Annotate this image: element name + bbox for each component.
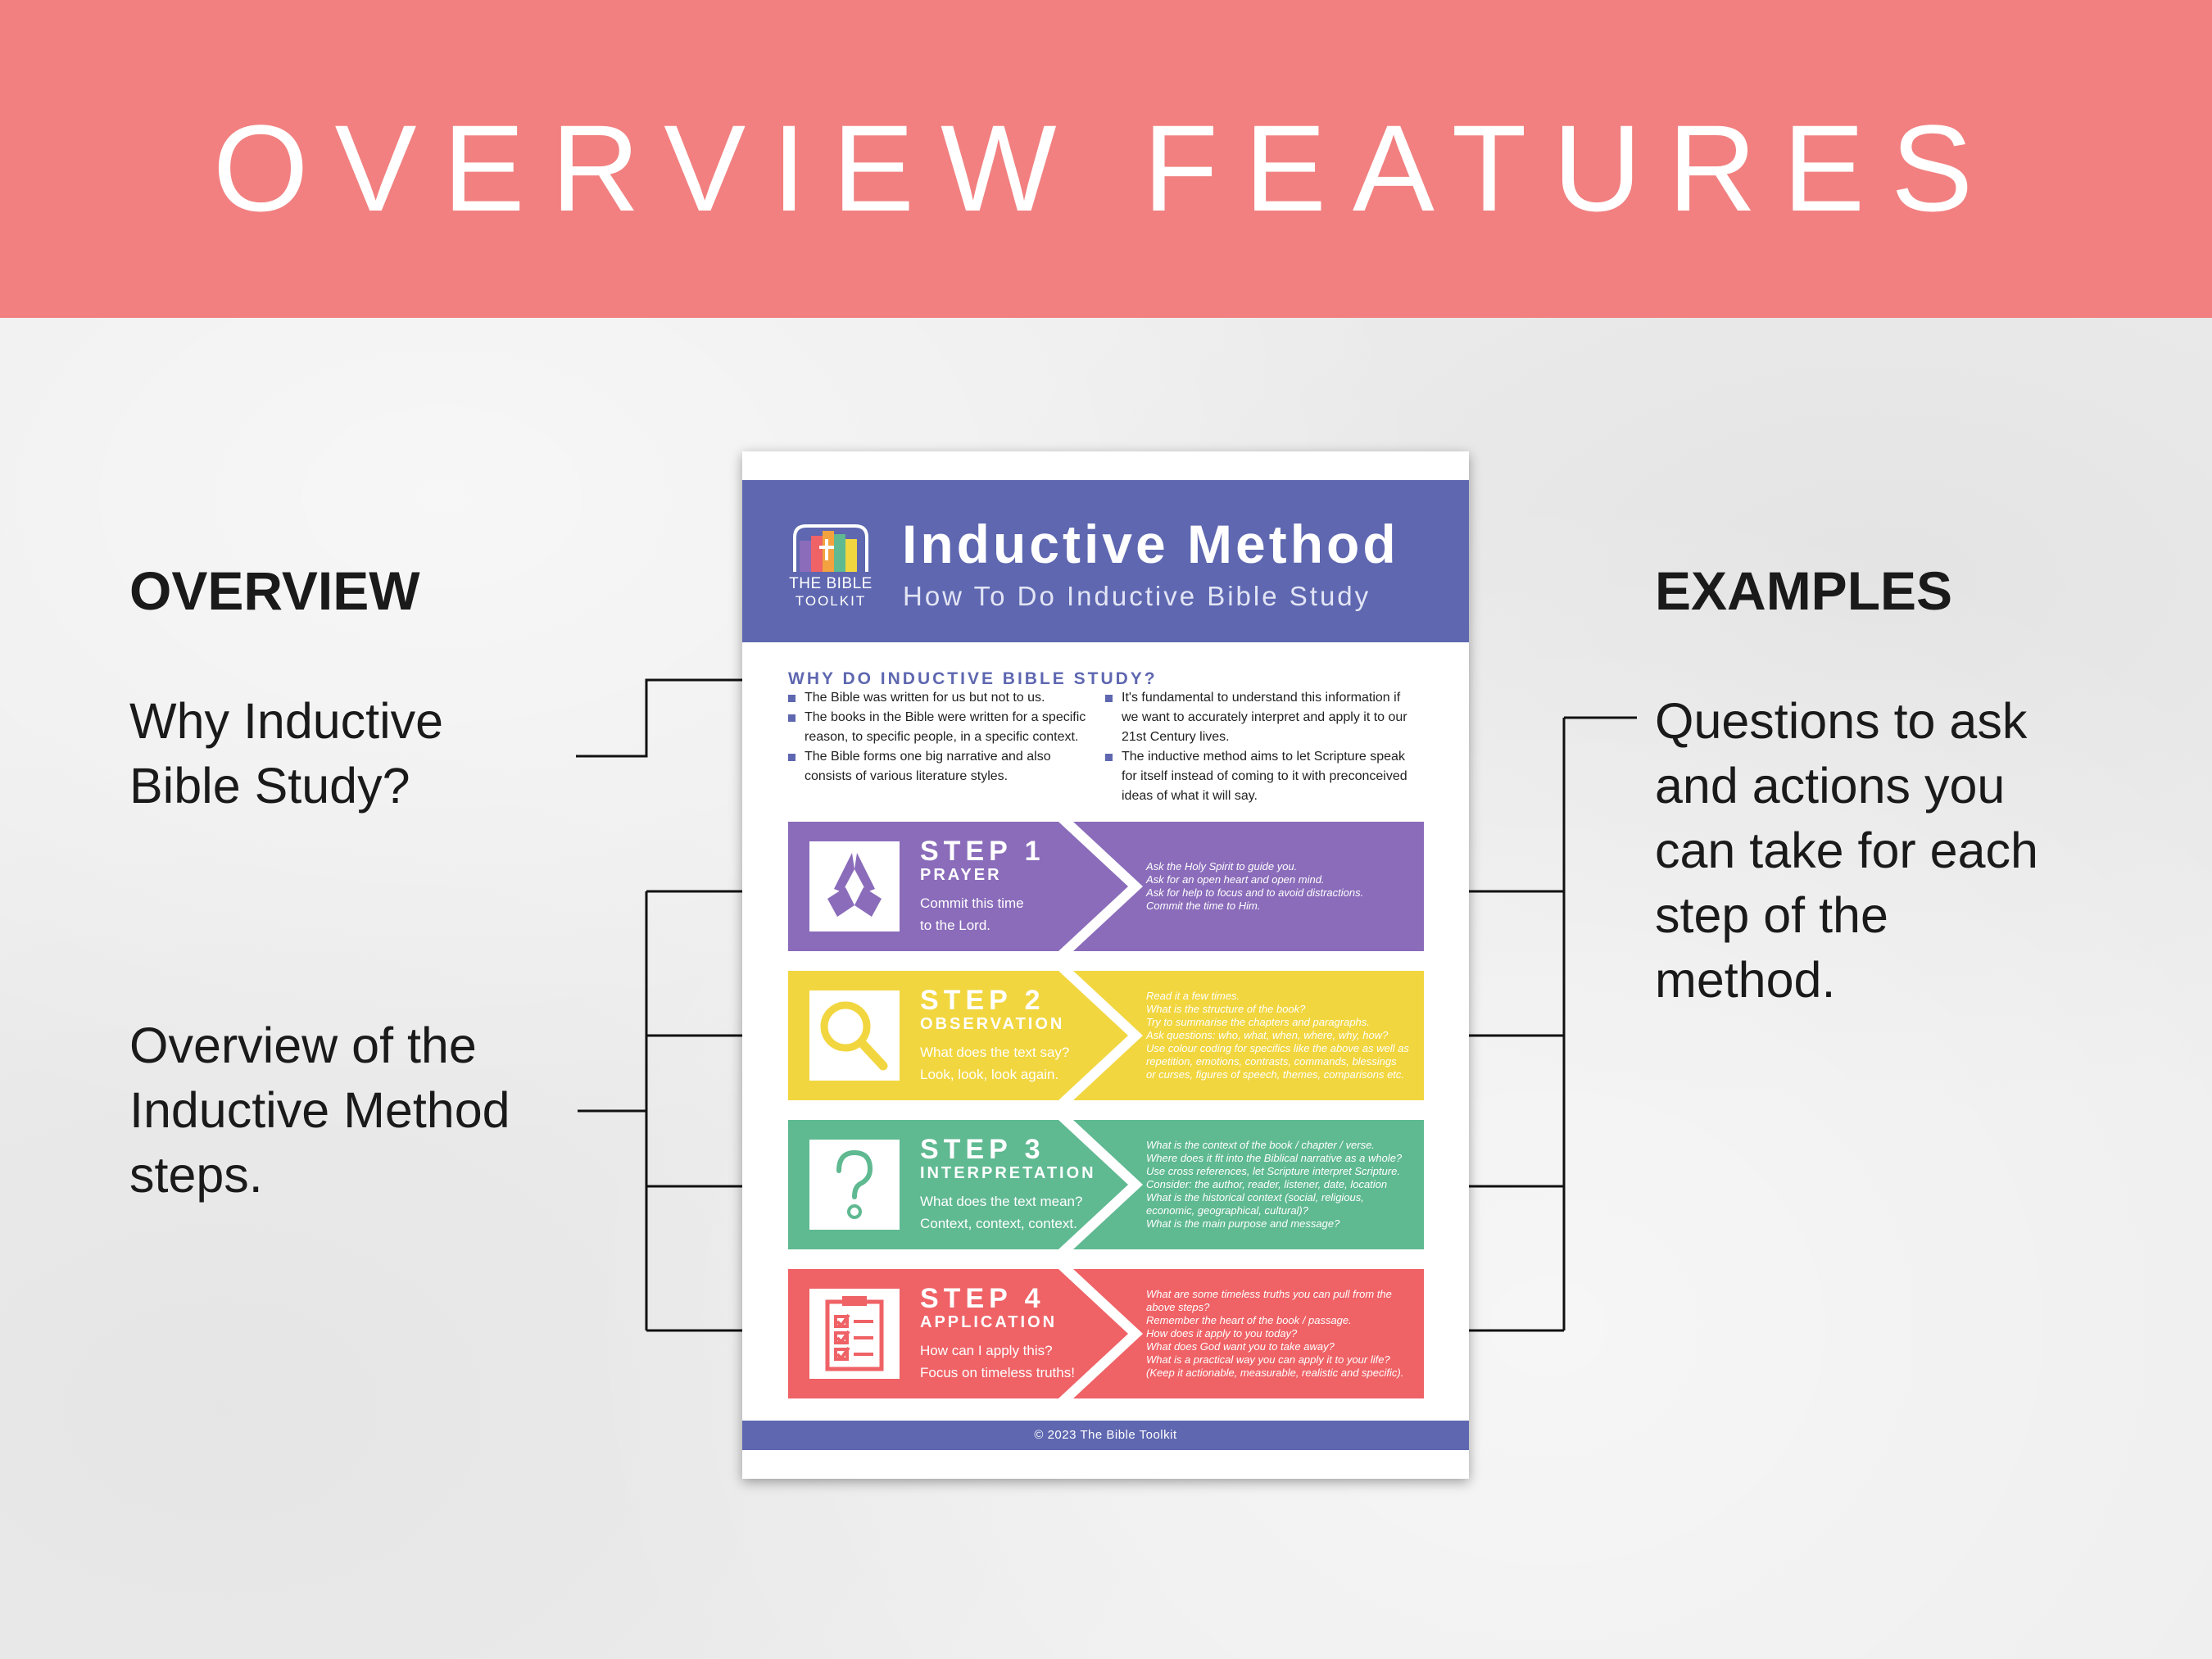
- example-line: What is the main purpose and message?: [1146, 1217, 1340, 1230]
- example-line: What is the structure of the book?: [1146, 1003, 1306, 1015]
- title-banner: OVERVIEW FEATURES: [0, 0, 2212, 318]
- logo-text-line2: TOOLKIT: [795, 593, 867, 609]
- infographic-poster: THE BIBLE TOOLKIT Inductive Method How T…: [742, 451, 1469, 1479]
- poster-header: THE BIBLE TOOLKIT Inductive Method How T…: [742, 480, 1469, 642]
- example-line: Ask for an open heart and open mind.: [1146, 873, 1325, 886]
- step-desc-line: to the Lord.: [920, 918, 991, 933]
- step-4-examples: What are some timeless truths you can pu…: [1146, 1269, 1421, 1398]
- step-desc-line: What does the text mean?: [920, 1194, 1083, 1209]
- step-1-examples: Ask the Holy Spirit to guide you. Ask fo…: [1146, 822, 1421, 951]
- example-line: (Keep it actionable, measurable, realist…: [1146, 1367, 1404, 1379]
- example-line: Read it a few times.: [1146, 990, 1240, 1002]
- step-4-panel: STEP 4 APPLICATION How can I apply this?…: [788, 1269, 1424, 1398]
- examples-caption-line: can take for each: [1655, 823, 2038, 878]
- step-1-name: PRAYER: [920, 866, 1002, 884]
- example-line: Use cross references, let Scripture inte…: [1146, 1165, 1400, 1177]
- step-desc-line: What does the text say?: [920, 1045, 1070, 1060]
- why-bullet: The Bible forms one big narrative and al…: [788, 747, 1091, 786]
- why-study-caption-line: Why Inductive: [129, 693, 444, 749]
- step-3-name: INTERPRETATION: [920, 1164, 1096, 1182]
- why-list-right: It's fundamental to understand this info…: [1105, 688, 1416, 806]
- example-line: Remember the heart of the book / passage…: [1146, 1314, 1352, 1326]
- step-desc-line: Context, context, context.: [920, 1216, 1077, 1231]
- why-bullet: It's fundamental to understand this info…: [1105, 688, 1416, 747]
- step-2-number: STEP 2: [920, 985, 1045, 1016]
- page-title: OVERVIEW FEATURES: [212, 99, 2000, 237]
- step-1-panel: STEP 1 PRAYER Commit this time to the Lo…: [788, 822, 1424, 951]
- step-desc-line: Commit this time: [920, 895, 1024, 911]
- magnifying-glass-icon: [820, 1001, 888, 1071]
- step-desc-line: How can I apply this?: [920, 1343, 1053, 1358]
- example-line: Commit the time to Him.: [1146, 900, 1261, 912]
- step-3-description: What does the text mean? Context, contex…: [920, 1190, 1082, 1235]
- poster-title: Inductive Method: [902, 514, 1399, 574]
- example-line: Use colour coding for specifics like the…: [1146, 1042, 1409, 1054]
- step-3-panel: STEP 3 INTERPRETATION What does the text…: [788, 1120, 1424, 1249]
- poster-footer: © 2023 The Bible Toolkit: [742, 1421, 1469, 1450]
- examples-caption-line: method.: [1655, 952, 1836, 1008]
- example-line: What is the context of the book / chapte…: [1146, 1139, 1375, 1151]
- step-desc-line: Look, look, look again.: [920, 1067, 1059, 1082]
- step-2-panel: STEP 2 OBSERVATION What does the text sa…: [788, 971, 1424, 1100]
- step-2-description: What does the text say? Look, look, look…: [920, 1041, 1069, 1086]
- examples-caption-line: Questions to ask: [1655, 693, 2028, 749]
- step-4-number: STEP 4: [920, 1283, 1045, 1314]
- praying-hands-icon: [827, 853, 882, 917]
- overview-heading: OVERVIEW: [129, 560, 420, 621]
- examples-caption-line: step of the: [1655, 887, 1888, 943]
- examples-caption-line: and actions you: [1655, 758, 2006, 814]
- example-line: repetition, emotions, contrasts, command…: [1146, 1055, 1397, 1067]
- example-line: Where does it fit into the Biblical narr…: [1146, 1152, 1403, 1164]
- example-line: How does it apply to you today?: [1146, 1327, 1298, 1339]
- why-section-title: WHY DO INDUCTIVE BIBLE STUDY?: [788, 669, 1158, 688]
- example-line: Ask questions: who, what, when, where, w…: [1146, 1029, 1389, 1041]
- steps-caption-line: Overview of the: [129, 1018, 477, 1073]
- step-1-icon-box: [809, 841, 900, 931]
- example-line: What is a practical way you can apply it…: [1146, 1353, 1390, 1366]
- why-connector: [576, 676, 783, 758]
- example-line: What does God want you to take away?: [1146, 1340, 1335, 1353]
- step-4-icon-box: [809, 1289, 900, 1379]
- checklist-clipboard-icon: [825, 1296, 884, 1371]
- step-2-examples: Read it a few times. What is the structu…: [1146, 971, 1421, 1100]
- question-mark-icon: [836, 1149, 873, 1219]
- step-2-icon-box: [809, 990, 900, 1081]
- steps-caption-line: Inductive Method: [129, 1082, 510, 1138]
- step-desc-line: Focus on timeless truths!: [920, 1365, 1075, 1380]
- why-bullet: The books in the Bible were written for …: [788, 708, 1091, 747]
- step-3-icon-box: [809, 1140, 900, 1230]
- example-line: above steps?: [1146, 1301, 1210, 1313]
- example-line: or curses, figures of speech, themes, co…: [1146, 1068, 1405, 1081]
- step-4-name: APPLICATION: [920, 1313, 1058, 1331]
- why-list-left: The Bible was written for us but not to …: [788, 688, 1091, 786]
- example-line: Ask for help to focus and to avoid distr…: [1146, 886, 1364, 899]
- step-3-examples: What is the context of the book / chapte…: [1146, 1120, 1421, 1249]
- example-line: Try to summarise the chapters and paragr…: [1146, 1016, 1370, 1028]
- example-line: Ask the Holy Spirit to guide you.: [1146, 860, 1298, 873]
- logo-text-line1: THE BIBLE: [789, 575, 873, 592]
- example-line: What is the historical context (social, …: [1146, 1191, 1364, 1203]
- why-bullet: The Bible was written for us but not to …: [788, 688, 1091, 708]
- example-line: Consider: the author, reader, listener, …: [1146, 1178, 1388, 1190]
- why-study-caption-line: Bible Study?: [129, 758, 410, 814]
- why-study-caption: Why Inductive Bible Study?: [129, 689, 443, 818]
- bible-toolkit-logo: [793, 524, 868, 572]
- examples-caption: Questions to ask and actions you can tak…: [1655, 689, 2038, 1013]
- poster-subtitle: How To Do Inductive Bible Study: [903, 581, 1371, 611]
- step-4-description: How can I apply this? Focus on timeless …: [920, 1339, 1075, 1384]
- steps-caption-line: steps.: [129, 1147, 263, 1203]
- step-1-description: Commit this time to the Lord.: [920, 892, 1024, 936]
- why-bullet: The inductive method aims to let Scriptu…: [1105, 747, 1416, 806]
- example-line: What are some timeless truths you can pu…: [1146, 1288, 1392, 1300]
- example-line: economic, geographical, cultural)?: [1146, 1204, 1308, 1217]
- step-2-name: OBSERVATION: [920, 1015, 1065, 1033]
- step-3-number: STEP 3: [920, 1134, 1045, 1165]
- examples-heading: EXAMPLES: [1655, 560, 1953, 621]
- steps-overview-caption: Overview of the Inductive Method steps.: [129, 1013, 510, 1208]
- step-1-number: STEP 1: [920, 836, 1045, 867]
